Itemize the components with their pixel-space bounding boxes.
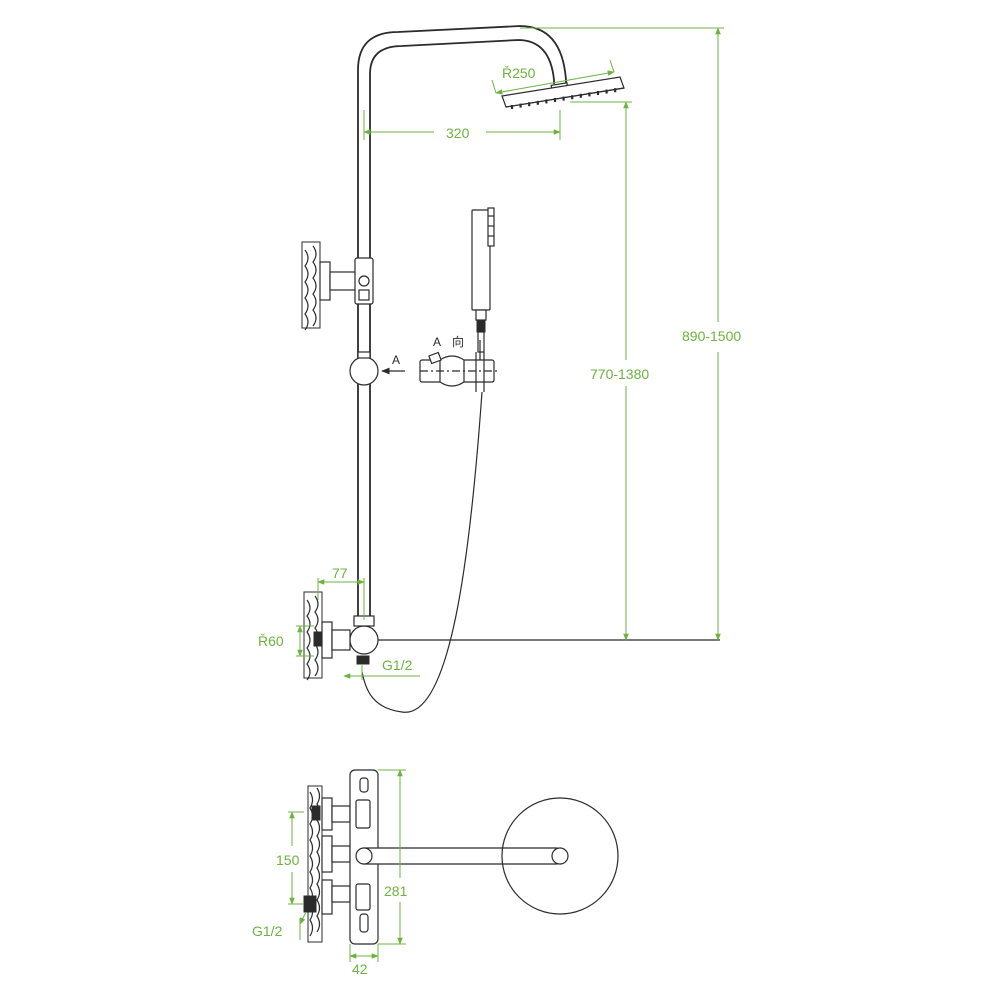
dim-320: 320	[446, 125, 470, 141]
dim-77: 77	[332, 565, 348, 581]
front-view: A A 向	[258, 25, 741, 713]
dim-281: 281	[384, 883, 408, 899]
rain-shower-head	[501, 76, 625, 109]
dimensions-front: Ř250 320 890-1500 770-1380 77	[258, 27, 741, 680]
view-label-a: A	[392, 353, 400, 367]
riser-pipe	[357, 25, 567, 620]
dim-r250: Ř250	[502, 65, 536, 81]
hand-shower	[471, 207, 495, 353]
riser-pipe-inner	[369, 39, 555, 620]
shower-hose	[361, 391, 483, 713]
shower-arm-top-view	[355, 847, 569, 865]
dim-r60: Ř60	[258, 633, 284, 649]
slider-holder: A	[349, 351, 405, 386]
upper-wall-bracket	[301, 241, 374, 331]
hand-shower-holder-view-a: A 向	[419, 334, 500, 392]
dim-890-1500: 890-1500	[682, 328, 741, 344]
dimensions-top: 150 281 G1/2 42	[252, 769, 408, 977]
view-a-direction-a: A	[433, 335, 441, 349]
upper-inlet	[311, 797, 351, 831]
dim-42: 42	[352, 961, 368, 977]
rain-head-top-view	[501, 797, 619, 915]
dim-150: 150	[276, 852, 300, 868]
top-view: 150 281 G1/2 42	[252, 769, 619, 977]
view-a-direction-b: 向	[452, 334, 464, 349]
dim-g12-top: G1/2	[382, 657, 413, 673]
middle-bracket	[321, 835, 351, 873]
lower-mixer-connection	[303, 591, 720, 681]
dim-770-1380: 770-1380	[590, 366, 649, 382]
dim-g12-bottom: G1/2	[252, 923, 283, 939]
